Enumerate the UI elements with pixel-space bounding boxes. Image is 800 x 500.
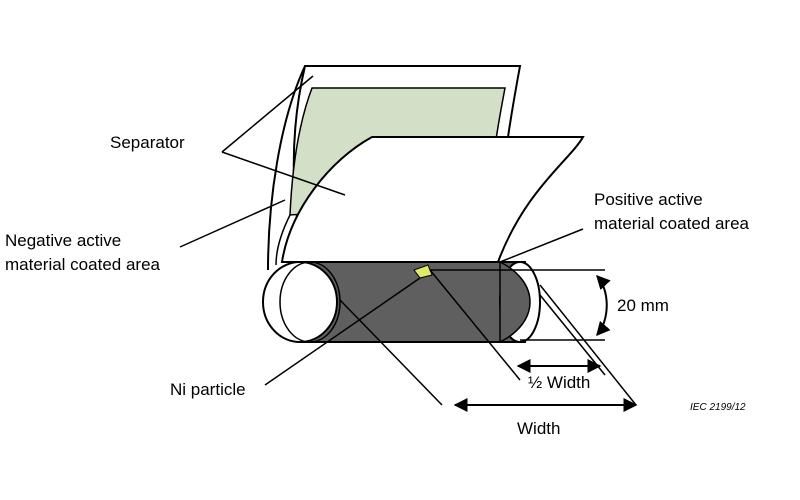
negative-label-line2: material coated area [5, 255, 161, 274]
half-width-ext-right [539, 294, 606, 376]
ni-particle-label: Ni particle [170, 380, 246, 399]
half-width-ext [429, 269, 521, 381]
width-ext-left [339, 299, 443, 406]
positive-label-line1: Positive active [594, 190, 703, 209]
separator-leader-2 [221, 151, 346, 196]
sheet-curl [267, 65, 306, 271]
ni-particle-leader [264, 277, 421, 386]
separator-label: Separator [110, 133, 185, 152]
negative-label-line1: Negative active [5, 231, 121, 250]
positive-label-line2: material coated area [594, 214, 750, 233]
diameter-arrow [596, 274, 611, 337]
width-label: Width [517, 419, 560, 438]
diameter-label: 20 mm [617, 296, 669, 315]
negative-leader [179, 199, 286, 248]
half-width-label: ½ Width [528, 373, 590, 392]
positive-leader [499, 228, 584, 263]
roll-right-coated-cap [499, 260, 531, 344]
roll-left-inner [279, 261, 341, 343]
width-ext-right [539, 284, 637, 406]
ni-particle [413, 264, 433, 279]
separator-leader-1 [221, 75, 314, 153]
figure-reference: IEC 2199/12 [690, 402, 746, 413]
roll-left-end [262, 261, 338, 343]
sheet-curl-inner [275, 214, 291, 266]
